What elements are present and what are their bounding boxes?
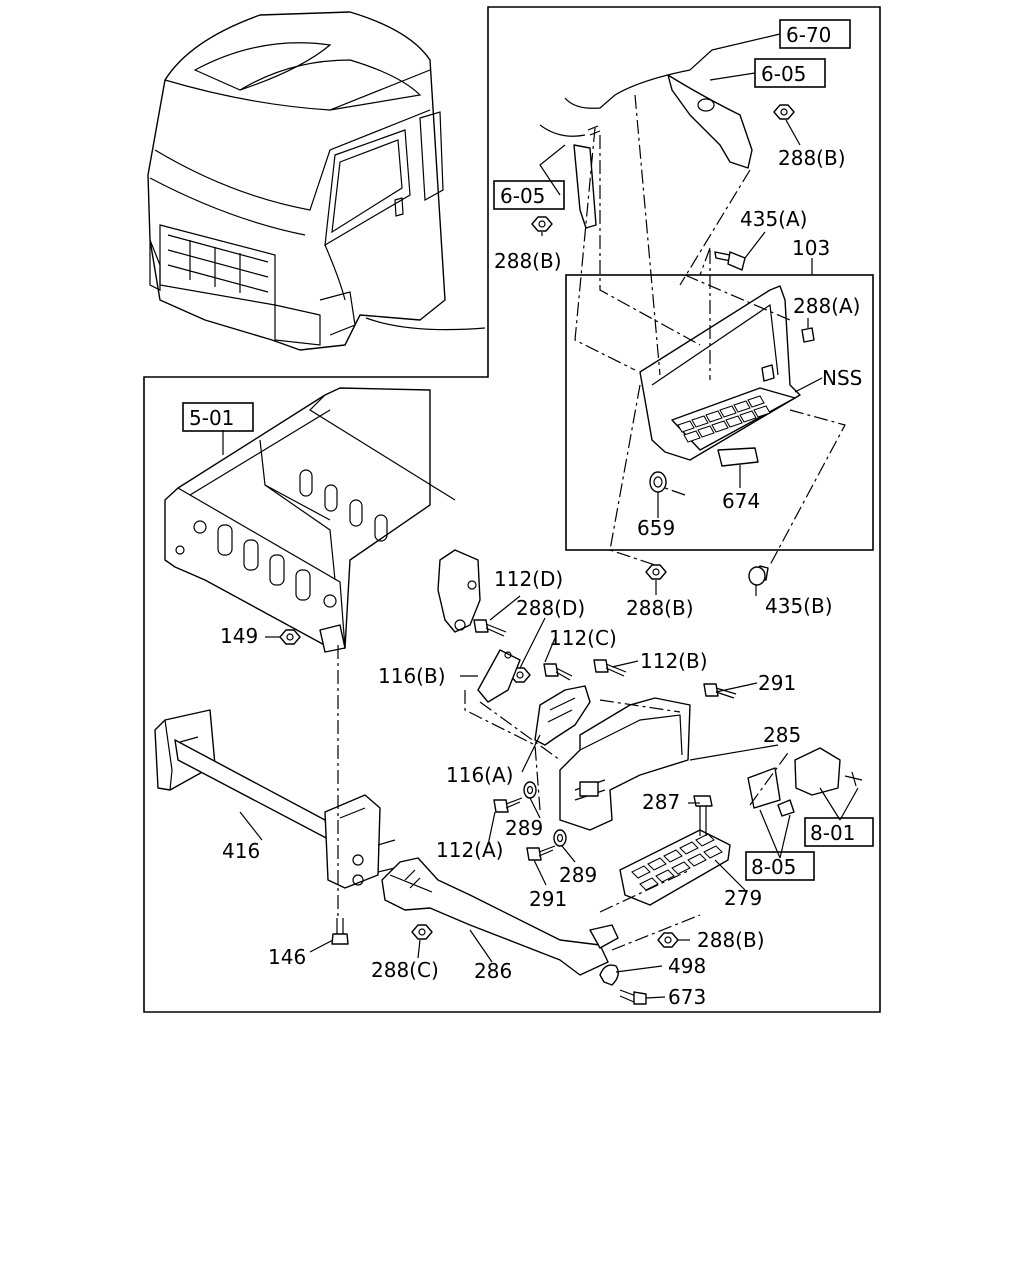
callout-box-8-05 (745, 851, 815, 881)
callout-435B: 435(B) (765, 594, 833, 618)
callout-288A: 288(A) (793, 294, 860, 318)
bolt-112D (473, 619, 507, 637)
fastener-149 (279, 629, 301, 645)
callout-285: 285 (763, 723, 801, 747)
bracket-116B (477, 649, 521, 703)
callout-288D: 288(D) (516, 596, 585, 620)
callout-116A: 116(A) (446, 763, 513, 787)
fastener-435A (714, 251, 746, 271)
callout-288C: 288(C) (371, 958, 439, 982)
callout-6-05-left: 6-05 (500, 184, 545, 208)
callout-8-01: 8-01 (810, 821, 855, 845)
chassis-frame (164, 387, 456, 653)
callout-NSS: NSS (822, 366, 862, 390)
callout-112C: 112(C) (549, 626, 617, 650)
bolt-287 (693, 795, 713, 836)
callout-6-05-top: 6-05 (761, 62, 806, 86)
upper-frame (143, 6, 881, 1013)
callout-416: 416 (222, 839, 260, 863)
crossmember-416 (154, 709, 396, 889)
mount-bracket-upper (437, 549, 481, 633)
upper-bracket (539, 49, 753, 229)
lamp-8-01 (794, 747, 863, 796)
callout-box-6-05-left (493, 180, 565, 210)
callout-289-lower: 289 (559, 863, 597, 887)
callout-279: 279 (724, 886, 762, 910)
step-detail-frame (565, 274, 874, 551)
alignment-dash-lines (337, 94, 846, 951)
callout-435A: 435(A) (740, 207, 807, 231)
fastener-288B-lower (645, 564, 667, 580)
callout-103: 103 (792, 236, 830, 260)
callout-box-5-01 (182, 402, 254, 432)
nut-288C (411, 924, 433, 940)
panel-285 (559, 697, 691, 831)
step-assembly-103 (639, 285, 815, 493)
callout-6-70: 6-70 (786, 23, 831, 47)
callout-288B-bottom: 288(B) (697, 928, 765, 952)
callout-673: 673 (668, 985, 706, 1009)
callout-116B: 116(B) (378, 664, 446, 688)
bracket-116A (534, 685, 591, 746)
truck-cab-illustration (147, 11, 486, 351)
callout-box-8-01 (804, 817, 874, 847)
callout-149: 149 (220, 624, 258, 648)
bolt-146 (331, 918, 349, 945)
callout-287: 287 (642, 790, 680, 814)
fastener-288B-left (531, 216, 553, 232)
callout-box-6-05-top (754, 58, 826, 88)
fastener-288B-top (773, 104, 795, 120)
callout-box-6-70 (779, 19, 851, 49)
nut-288B-lower (657, 932, 679, 948)
callout-288B-lower: 288(B) (626, 596, 694, 620)
arm-286 (381, 857, 619, 976)
fastener-435B (748, 565, 769, 586)
callout-291-upper: 291 (758, 671, 796, 695)
callout-112D: 112(D) (494, 567, 563, 591)
bolt-673 (619, 989, 647, 1005)
callout-286: 286 (474, 959, 512, 983)
bolt-112A (493, 797, 523, 813)
bolt-291-lower (526, 845, 556, 861)
washer-289-upper (523, 781, 537, 799)
washer-289-lower (553, 829, 567, 847)
callout-498: 498 (668, 954, 706, 978)
plate-8-05 (747, 767, 795, 817)
callout-659: 659 (637, 516, 675, 540)
callout-289-upper: 289 (505, 816, 543, 840)
step-279 (619, 829, 731, 906)
clip-498 (599, 964, 619, 986)
callout-288B-top: 288(B) (778, 146, 846, 170)
bolt-112C (543, 663, 573, 681)
callout-8-05: 8-05 (751, 855, 796, 879)
callouts: 6-70 6-05 288(B) 6-05 288(B) 435(A) 103 … (182, 19, 874, 1009)
callout-288B-left: 288(B) (494, 249, 562, 273)
callout-674: 674 (722, 489, 760, 513)
leader-lines (222, 33, 859, 999)
callout-112A: 112(A) (436, 838, 503, 862)
callout-146: 146 (268, 945, 306, 969)
callout-5-01: 5-01 (189, 406, 234, 430)
callout-291-lower: 291 (529, 887, 567, 911)
callout-112B: 112(B) (640, 649, 708, 673)
bolt-112B (593, 659, 627, 677)
bolt-291-upper (703, 683, 737, 699)
